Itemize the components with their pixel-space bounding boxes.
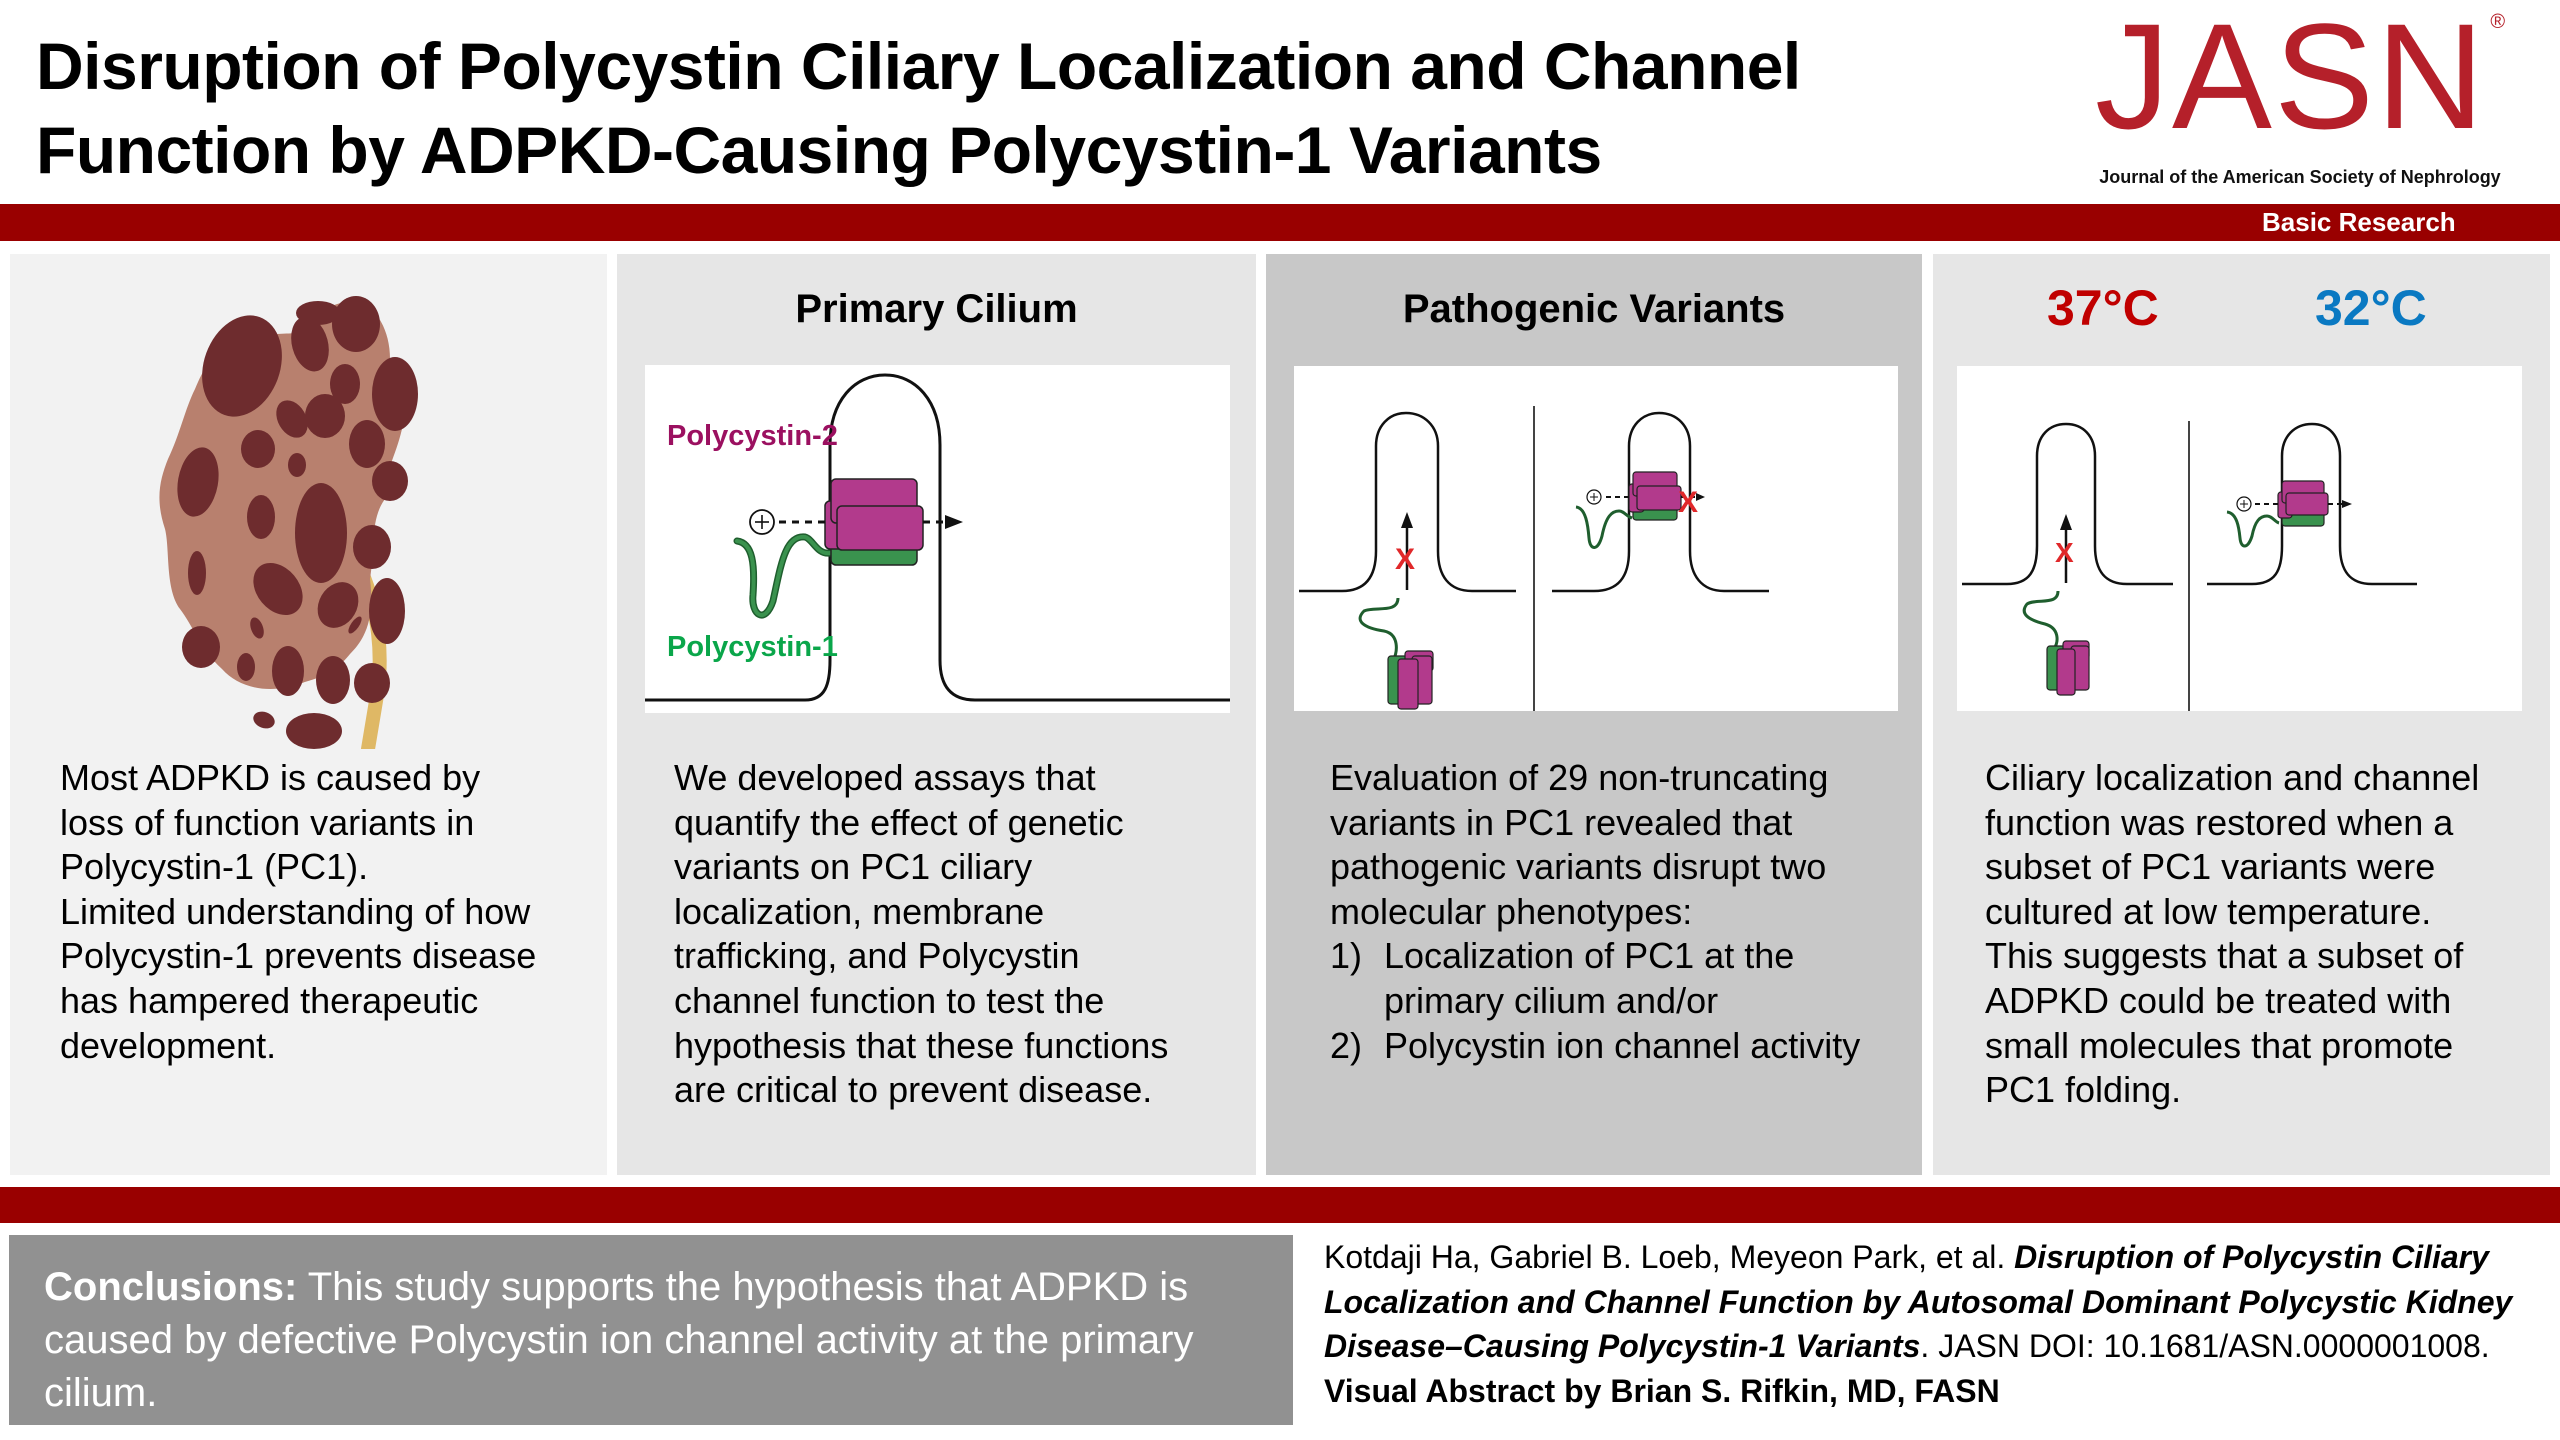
pc2-subunit-front — [836, 505, 924, 551]
citation-authors: Kotdaji Ha, Gabriel B. Loeb, Meyeon Park… — [1324, 1239, 2015, 1275]
text-line: development. — [60, 1024, 277, 1066]
pc1-tail — [1575, 505, 1633, 549]
text-line: hypothesis that these functions — [674, 1024, 1169, 1066]
phenotype-item: 1) Localization of PC1 at the primary ci… — [1330, 934, 1920, 1023]
citation-article-title: Disruption of Polycystin Ciliary Localiz… — [1324, 1239, 2513, 1364]
page-title: Disruption of Polycystin Ciliary Localiz… — [36, 24, 2026, 192]
cilium-membrane — [1299, 411, 1516, 593]
phenotype-line: Localization of PC1 at the — [1384, 935, 1795, 977]
methods-text: We developed assays that quantify the ef… — [674, 756, 1254, 1113]
text-line: loss of function variants in — [60, 801, 475, 843]
registered-mark: ® — [2490, 11, 2506, 33]
text-line: function was restored when a — [1985, 801, 2454, 843]
text-line: Most ADPKD is caused by — [60, 757, 481, 798]
text-line: variants in PC1 revealed that — [1330, 801, 1793, 843]
text-line: has hampered therapeutic — [60, 979, 479, 1021]
panel-rescue: 37°C 32°C X — [1933, 254, 2550, 1175]
text-line: quantify the effect of genetic — [674, 801, 1124, 843]
x-mark-icon: X — [1395, 543, 1415, 576]
results-text: Evaluation of 29 non-truncating variants… — [1330, 756, 1920, 1068]
text-line: PC1 folding. — [1985, 1069, 2182, 1111]
citation-credit: Visual Abstract by Brian S. Rifkin, MD, … — [1324, 1372, 2000, 1409]
panel-background: Most ADPKD is caused by loss of function… — [10, 254, 607, 1175]
text-line: trafficking, and Polycystin — [674, 935, 1080, 977]
pc1-tail — [1358, 597, 1400, 662]
category-label: Basic Research — [2262, 207, 2456, 237]
warm-condition-diagram: X — [1962, 422, 2173, 696]
temperature-32-heading: 32°C — [2315, 280, 2427, 336]
conclusion-text: This study supports the hypothesis that … — [44, 1265, 1194, 1415]
citation: Kotdaji Ha, Gabriel B. Loeb, Meyeon Park… — [1324, 1235, 2550, 1413]
temperature-rescue-diagram: X — [1957, 366, 2522, 711]
pc1-tail — [2022, 590, 2060, 650]
phenotype-number: 1) — [1330, 935, 1363, 977]
phenotype-list: 1) Localization of PC1 at the primary ci… — [1330, 934, 1920, 1068]
pathogenic-variants-diagram: X X — [1294, 366, 1898, 711]
panel-heading: Primary Cilium — [795, 287, 1078, 331]
ion-flow-arrowhead — [945, 515, 963, 529]
header-divider-bar — [0, 204, 2560, 241]
polycystic-kidney-illustration — [159, 296, 418, 749]
jasn-logo: JASN ® Journal of the American Society o… — [2040, 0, 2560, 200]
cilium-membrane — [645, 373, 1230, 702]
text-line: cultured at low temperature. — [1985, 890, 2432, 932]
phenotype-line: primary cilium and/or — [1384, 979, 1719, 1021]
pc1-label: Polycystin-1 — [667, 631, 838, 663]
text-line: This suggests that a subset of — [1985, 935, 2464, 977]
conclusion-label: Conclusions: — [44, 1265, 298, 1309]
text-line: variants on PC1 ciliary — [674, 846, 1033, 888]
localization-defect-diagram: X — [1299, 411, 1516, 710]
text-line: Limited understanding of how — [60, 890, 531, 932]
phenotype-item: 2) Polycystin ion channel activity — [1330, 1024, 1920, 1069]
title-line-1: Disruption of Polycystin Ciliary Localiz… — [36, 29, 1801, 103]
temperature-37-heading: 37°C — [2047, 280, 2159, 336]
rescue-text: Ciliary localization and channel functio… — [1985, 756, 2545, 1113]
text-line: pathogenic variants disrupt two — [1330, 846, 1827, 888]
text-line: Evaluation of 29 non-truncating — [1330, 757, 1829, 798]
channel-defect-diagram: X — [1552, 411, 1769, 593]
cilium-membrane — [1962, 422, 2173, 586]
text-line: small molecules that promote — [1985, 1024, 2454, 1066]
panel-heading: Pathogenic Variants — [1402, 287, 1786, 331]
ion-flow-arrowhead — [2342, 500, 2352, 508]
conclusion-box: Conclusions: This study supports the hyp… — [9, 1235, 1293, 1425]
text-line: We developed assays that — [674, 757, 1096, 798]
cool-condition-diagram — [2207, 422, 2417, 586]
text-line: Ciliary localization and channel — [1985, 757, 2480, 798]
text-line: Polycystin-1 prevents disease — [60, 935, 537, 977]
text-line: are critical to prevent disease. — [674, 1069, 1153, 1111]
text-line: Polycystin-1 (PC1). — [60, 846, 369, 888]
pc1-tail — [2226, 510, 2280, 548]
text-line: molecular phenotypes: — [1330, 890, 1693, 932]
cilium-membrane — [2207, 422, 2417, 586]
phenotype-line: Polycystin ion channel activity — [1384, 1024, 1861, 1066]
cilium-membrane — [1552, 411, 1769, 593]
x-mark-icon: X — [2055, 537, 2074, 568]
text-line: subset of PC1 variants were — [1985, 846, 2436, 888]
logo-wordmark: JASN — [2094, 0, 2487, 152]
panel-results: Pathogenic Variants X — [1266, 254, 1922, 1175]
text-line: ADPKD could be treated with — [1985, 979, 2452, 1021]
logo-subtitle: Journal of the American Society of Nephr… — [2099, 167, 2501, 187]
title-line-2: Function by ADPKD-Causing Polycystin-1 V… — [36, 113, 1602, 187]
citation-journal-doi: . JASN DOI: 10.1681/ASN.0000001008. — [1920, 1328, 2490, 1364]
text-line: localization, membrane — [674, 890, 1045, 932]
kidney-cysts — [177, 296, 418, 749]
panel-methods: Primary Cilium Polycystin-2 Polycystin-1… — [617, 254, 1256, 1175]
logo-wordmark-row: JASN ® — [2095, 0, 2505, 152]
ion-flow-arrowhead — [1696, 493, 1705, 501]
background-text: Most ADPKD is caused by loss of function… — [60, 756, 600, 1068]
x-mark-icon: X — [1678, 486, 1698, 519]
footer-divider-bar — [0, 1187, 2560, 1223]
pc2-label: Polycystin-2 — [667, 420, 838, 452]
text-line: channel function to test the — [674, 979, 1105, 1021]
phenotype-number: 2) — [1330, 1024, 1363, 1066]
primary-cilium-diagram: Polycystin-2 Polycystin-1 — [645, 365, 1230, 713]
